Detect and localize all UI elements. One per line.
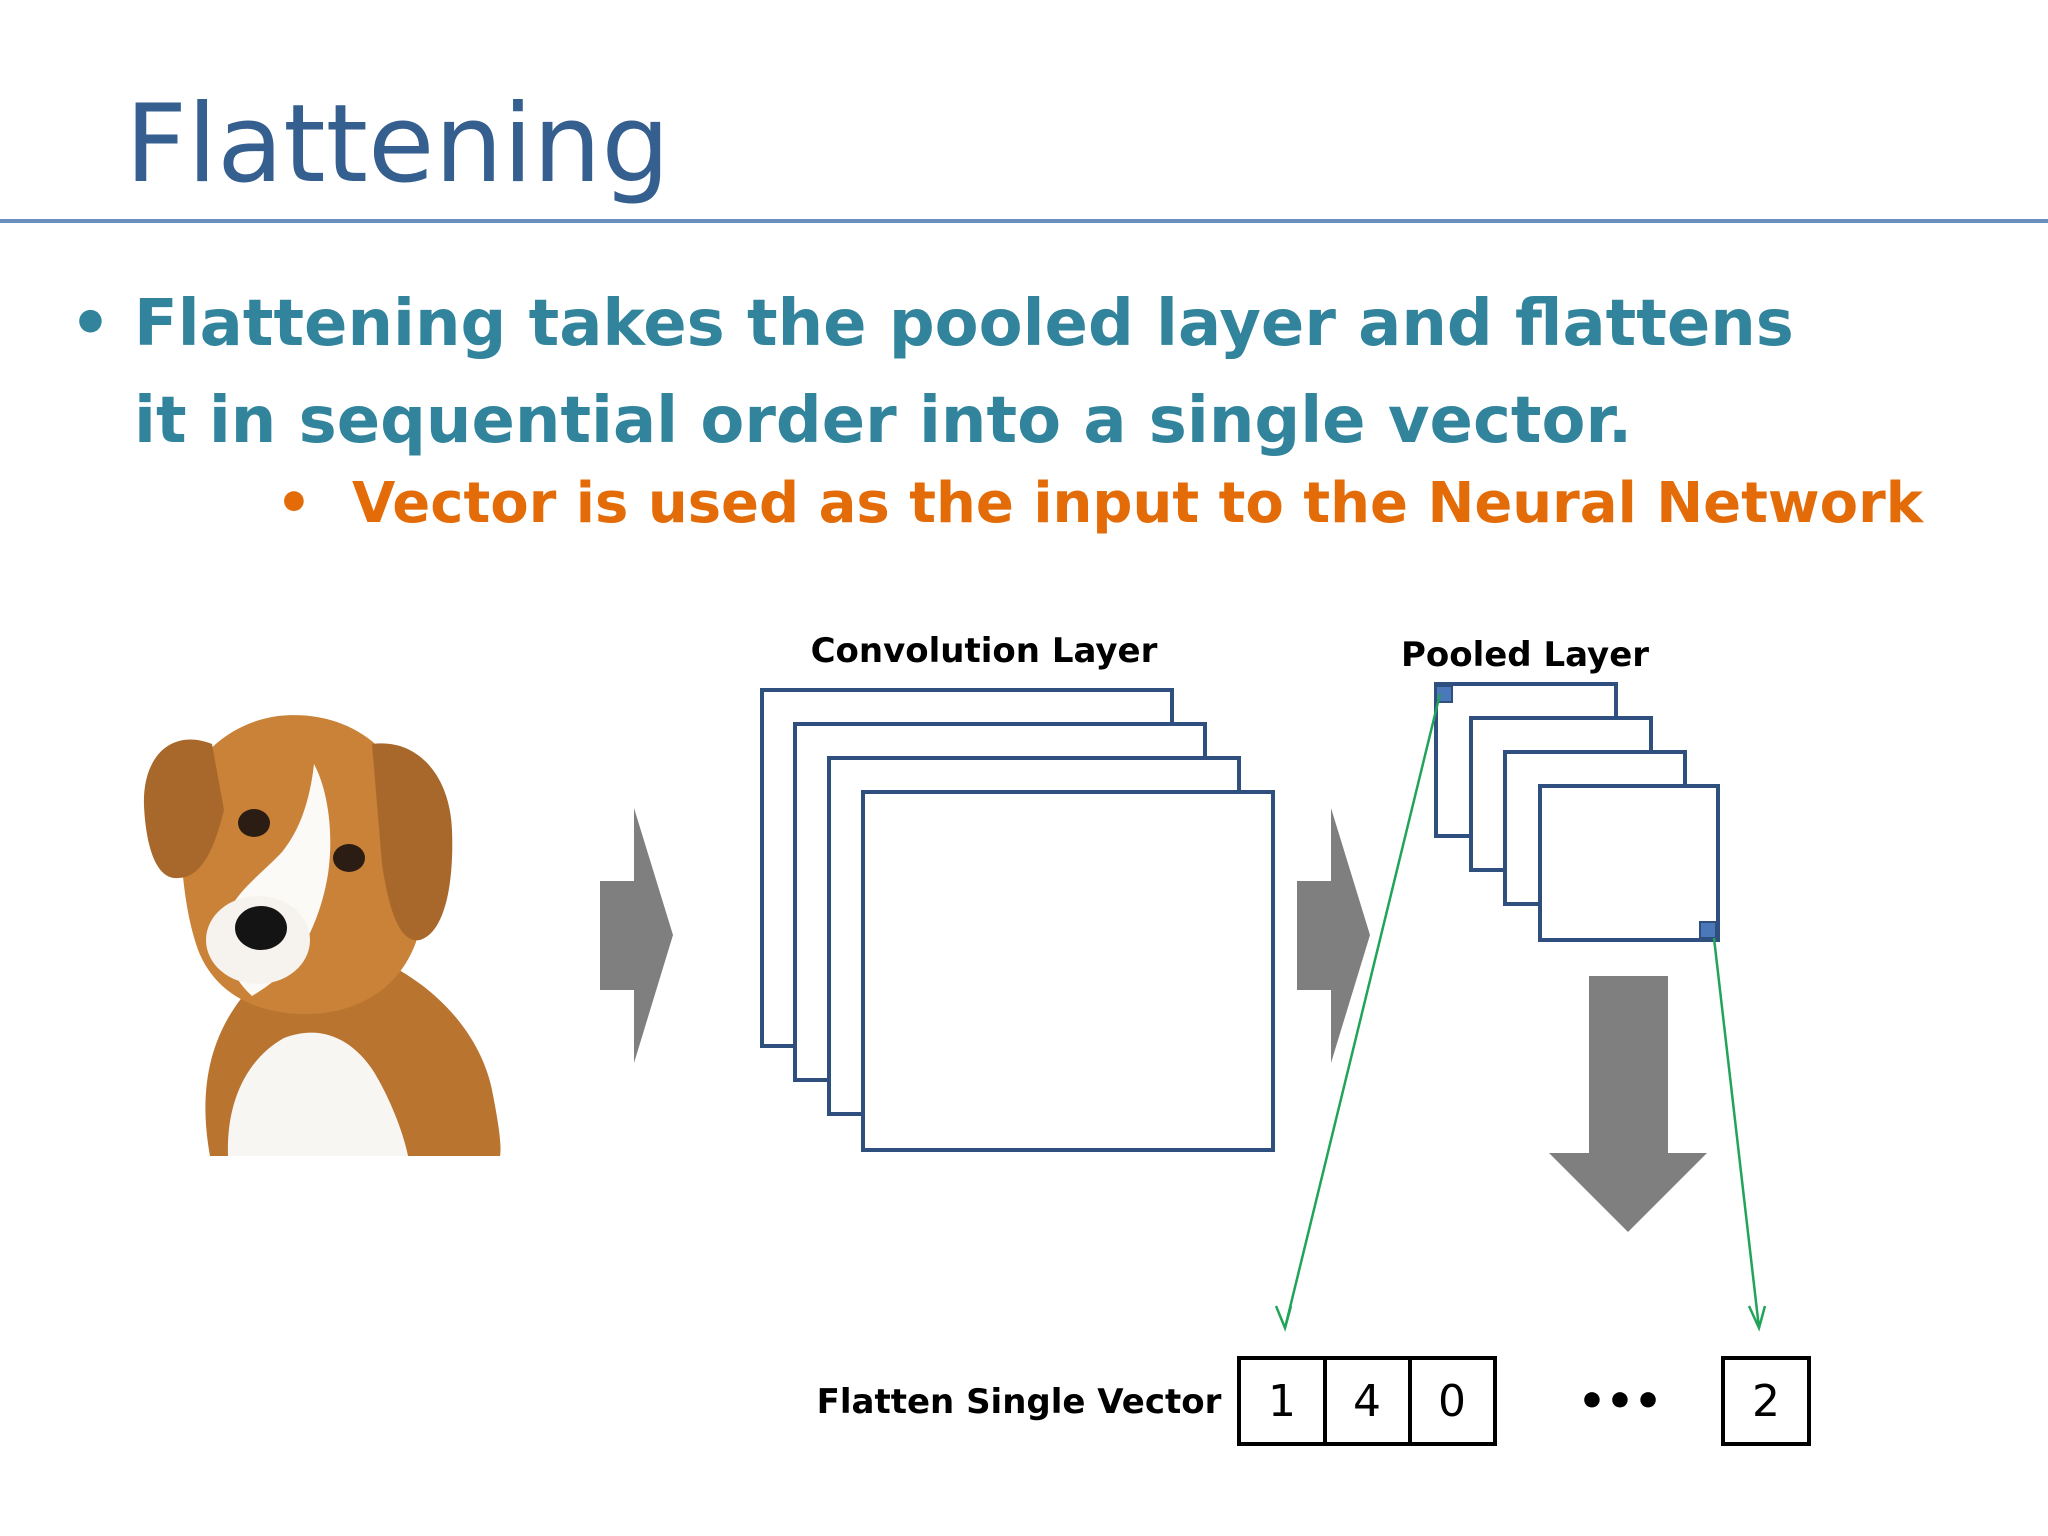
dog-ear-right — [372, 743, 453, 941]
last-cell-pointer-line — [1712, 937, 1761, 1329]
pointer-lines — [1274, 693, 1767, 1332]
convolution-layer-stack — [760, 688, 1275, 1152]
first-cell-pointer-line — [1283, 693, 1442, 1329]
sub-bullet-marker: • — [276, 471, 312, 536]
dog-chest — [227, 1032, 408, 1156]
vector-cell-value: 1 — [1268, 1376, 1296, 1427]
dog-eye-left — [238, 809, 270, 837]
flatten-vector: 1 4 0 ••• 2 — [1237, 1356, 1811, 1446]
dog-nose — [235, 906, 287, 950]
pooled-layer-label: Pooled Layer — [1401, 635, 1649, 675]
dog-eye-right — [333, 844, 365, 872]
convolution-layer-label: Convolution Layer — [811, 631, 1158, 671]
flatten-vector-label: Flatten Single Vector — [817, 1382, 1222, 1422]
dog-image — [143, 715, 501, 1156]
down-arrow — [1549, 976, 1707, 1232]
sub-bullet: • Vector is used as the input to the Neu… — [276, 468, 1923, 540]
vector-cell — [1408, 1356, 1497, 1446]
right-arrow-2 — [1297, 808, 1370, 1063]
sub-bullet-text: Vector is used as the input to the Neura… — [352, 471, 1923, 536]
pooled-last-cell — [1699, 921, 1717, 939]
vector-cell — [1323, 1356, 1412, 1446]
vector-ellipsis: ••• — [1578, 1376, 1662, 1427]
vector-cell-value: 0 — [1438, 1376, 1466, 1427]
right-arrow-1 — [600, 808, 673, 1063]
main-bullet: • Flattening takes the pooled layer and … — [70, 276, 1830, 470]
last-cell-pointer-head — [1747, 1305, 1767, 1332]
vector-cell — [1721, 1356, 1811, 1446]
bullet-marker: • — [70, 287, 111, 361]
vector-cell-value: 2 — [1752, 1376, 1780, 1427]
pooled-layer-stack — [1434, 682, 1720, 942]
vector-cell — [1237, 1356, 1327, 1446]
pooled-feature-map — [1538, 784, 1720, 942]
title-divider — [0, 219, 2048, 223]
convolution-feature-map — [861, 790, 1275, 1152]
first-cell-pointer-head — [1274, 1305, 1293, 1332]
dog-ear-left — [143, 739, 224, 879]
main-bullet-text: Flattening takes the pooled layer and fl… — [134, 287, 1794, 458]
vector-cell-value: 4 — [1353, 1376, 1381, 1427]
slide-title: Flattening — [125, 82, 670, 207]
